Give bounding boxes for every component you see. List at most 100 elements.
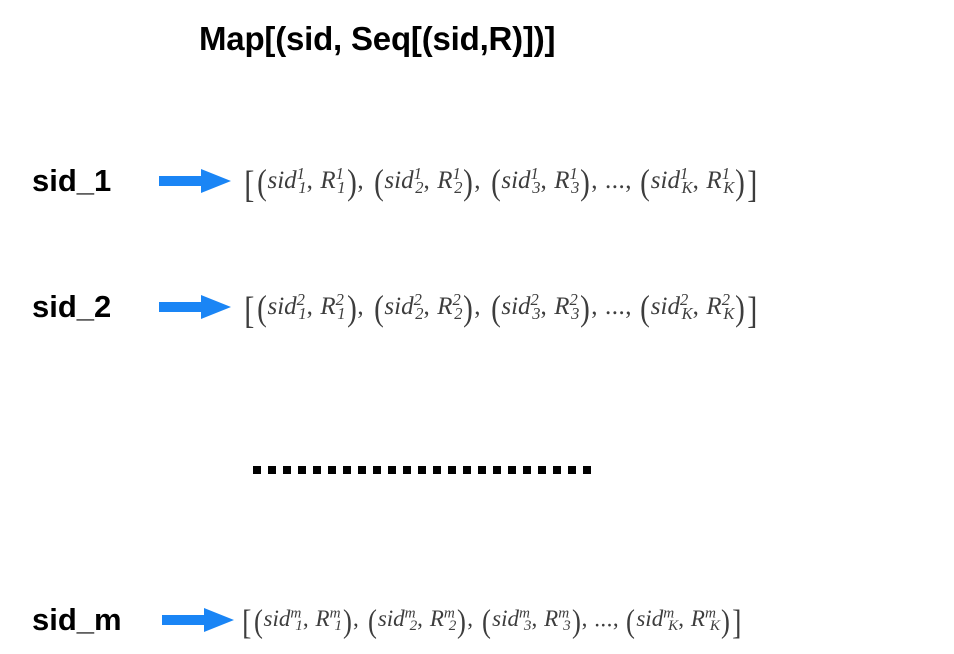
record-subscript: K (709, 617, 720, 635)
sid-symbol: sid (636, 606, 664, 632)
list-comma: , (467, 606, 473, 632)
record-superscript: m (558, 604, 570, 622)
record-superscript: m (329, 604, 341, 622)
pair-comma: , (302, 606, 309, 632)
close-paren: ) (346, 162, 357, 203)
pair-comma: , (417, 606, 423, 632)
sid-symbol: sid (267, 293, 297, 321)
sid-subscript: 1 (295, 617, 303, 635)
close-paren: ) (571, 603, 581, 640)
ellipsis-dot (403, 466, 411, 474)
open-paren: ( (490, 162, 501, 203)
sid-symbol: sid (384, 293, 414, 321)
record-symbol: R (320, 293, 336, 321)
ellipsis-dot (418, 466, 426, 474)
sid-superscript: 1 (296, 164, 305, 184)
ellipsis-dot (448, 466, 456, 474)
ellipsis-dot (478, 466, 486, 474)
close-paren: ) (735, 162, 746, 203)
right-arrow-icon (159, 169, 231, 193)
sid-symbol: sid (377, 606, 405, 632)
ellipsis-dot (523, 466, 531, 474)
record-subscript: 1 (337, 303, 346, 323)
record-superscript: 2 (569, 290, 578, 310)
record-subscript: K (723, 303, 735, 323)
close-paren: ) (463, 162, 474, 203)
ellipsis-dot (508, 466, 516, 474)
sid-record-pair: (sid21,R21) (256, 288, 358, 328)
right-arrow-icon (159, 295, 231, 319)
list-comma: , (612, 606, 619, 632)
record-superscript: 1 (569, 164, 578, 184)
sid-subscript: 1 (298, 177, 307, 197)
sid-record-pair: (sid1K,R1K) (639, 162, 746, 202)
record-symbol: R (554, 167, 570, 195)
ellipsis-dot (283, 466, 291, 474)
open-paren: ( (640, 162, 650, 203)
close-paren: ) (346, 288, 357, 329)
close-bracket: ] (747, 289, 758, 332)
record-subscript: 3 (571, 303, 580, 323)
sid-superscript: m (663, 604, 675, 622)
sid-record-pair: (sid23,R23) (490, 288, 592, 328)
record-superscript: 2 (452, 290, 461, 310)
open-paren: ( (490, 288, 501, 329)
record-subscript: 2 (454, 177, 463, 197)
record-symbol: R (706, 293, 722, 321)
ellipsis-dot (493, 466, 501, 474)
record-superscript: m (443, 604, 455, 622)
sid-record-pair: (sid13,R13) (490, 162, 592, 202)
sid-superscript: 2 (413, 290, 422, 310)
ellipsis-dot (373, 466, 381, 474)
list-ellipsis: ... (604, 167, 626, 195)
sid-subscript: 3 (532, 303, 541, 323)
sid-symbol: sid (501, 293, 531, 321)
list-comma: , (474, 293, 481, 321)
ellipsis-dot (433, 466, 441, 474)
map-key-label: sid_1 (32, 163, 112, 198)
sid-record-pair: (sidm1,Rm1) (253, 604, 353, 640)
pair-comma: , (540, 293, 547, 321)
sid-subscript: 2 (409, 617, 418, 635)
open-bracket: [ (242, 602, 252, 642)
ellipsis-dot (388, 466, 396, 474)
record-superscript: 1 (335, 164, 344, 184)
map-key-label: sid_2 (32, 289, 112, 324)
right-arrow-icon (162, 608, 234, 632)
close-paren: ) (463, 288, 474, 329)
ellipsis-dot (313, 466, 321, 474)
close-paren: ) (735, 288, 746, 329)
record-subscript: K (723, 177, 735, 197)
close-paren: ) (720, 603, 730, 640)
close-paren: ) (580, 162, 591, 203)
sid-superscript: m (290, 604, 302, 622)
list-comma: , (474, 167, 481, 195)
sid-symbol: sid (501, 167, 531, 195)
list-comma: , (625, 167, 632, 195)
sid-subscript: K (681, 177, 693, 197)
close-paren: ) (457, 603, 467, 640)
list-comma: , (591, 293, 598, 321)
record-symbol: R (315, 606, 330, 632)
ellipsis-dot (463, 466, 471, 474)
sid-record-pair: (sid2K,R2K) (639, 288, 746, 328)
open-bracket: [ (244, 163, 255, 206)
ellipsis-dot (358, 466, 366, 474)
record-subscript: 1 (334, 617, 343, 635)
sid-symbol: sid (384, 167, 414, 195)
map-value-expression: [(sidm1,Rm1),(sidm2,Rm2),(sidm3,Rm3),...… (241, 588, 742, 653)
close-bracket: ] (732, 602, 742, 642)
record-superscript: m (704, 604, 716, 622)
ellipsis-dot (568, 466, 576, 474)
list-comma: , (357, 167, 364, 195)
map-entry-row: sid_1 [(sid11,R11),(sid12,R12),(sid13,R1… (0, 155, 954, 207)
ellipsis-dot (298, 466, 306, 474)
record-subscript: 2 (448, 617, 457, 635)
pair-comma: , (692, 293, 699, 321)
list-comma: , (591, 167, 598, 195)
sid-symbol: sid (267, 167, 297, 195)
ellipsis-dot (553, 466, 561, 474)
sid-record-pair: (sid12,R12) (373, 162, 475, 202)
ellipsis-dot (253, 466, 261, 474)
record-subscript: 1 (337, 177, 346, 197)
